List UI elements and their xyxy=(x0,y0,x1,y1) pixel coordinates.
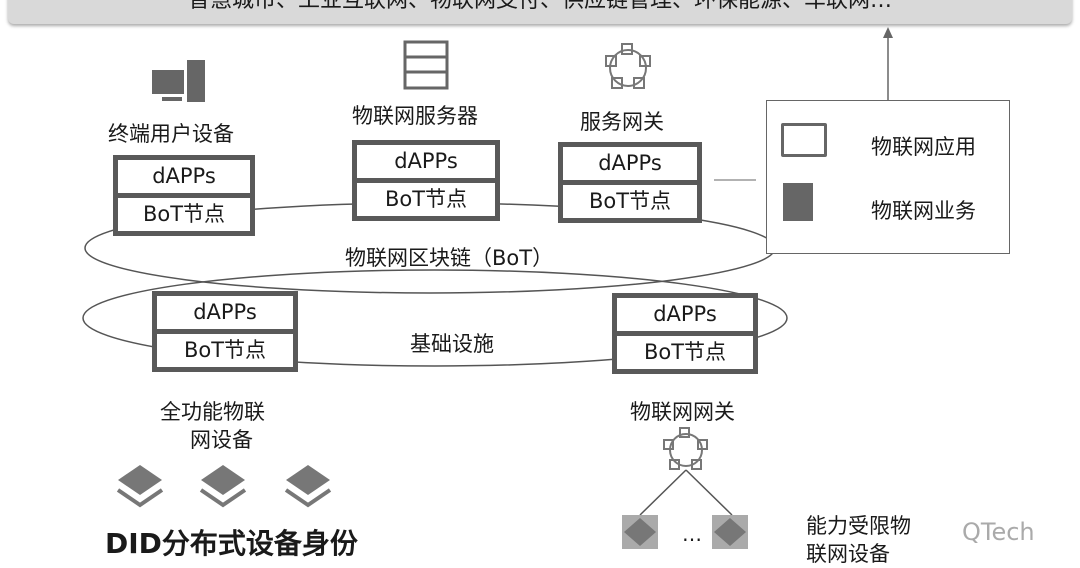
bot-row: BoT节点 xyxy=(157,334,293,367)
infra-ellipse xyxy=(82,269,788,367)
panel-business: 物联网业务 xyxy=(871,199,976,223)
server-icon xyxy=(403,40,449,90)
bot-row: BoT节点 xyxy=(357,183,495,216)
dapps-row: dAPPs xyxy=(563,147,697,180)
document-check-icon xyxy=(783,183,813,221)
infra-label: 基础设施 xyxy=(410,332,494,356)
bot-row: BoT节点 xyxy=(118,198,250,231)
diagram-lines xyxy=(82,27,893,549)
did-label: DID分布式设备身份 xyxy=(105,527,358,560)
terminal-label: 终端用户设备 xyxy=(108,122,234,146)
server-label: 物联网服务器 xyxy=(352,104,478,128)
iot-gateway-label: 物联网网关 xyxy=(630,400,735,424)
computer-icon xyxy=(152,60,205,102)
bot-row: BoT节点 xyxy=(563,185,697,218)
bot-chain-label: 物联网区块链（BoT） xyxy=(345,246,554,270)
link-left xyxy=(639,469,687,516)
arrow-head xyxy=(883,27,893,38)
network-gateway-icon-2 xyxy=(663,427,708,470)
application-banner: 智慧城市、工业互联网、物联网支付、供应链管理、环保能源、车联网… xyxy=(8,0,1072,24)
layers-icons xyxy=(116,465,748,549)
dapps-row: dAPPs xyxy=(617,298,753,331)
monitor-icon xyxy=(781,123,827,157)
dapps-row: dAPPs xyxy=(157,296,293,329)
link-right xyxy=(685,469,733,516)
network-gateway-icon xyxy=(605,43,651,89)
limited-device-label: 能力受限物联网设备 xyxy=(806,514,911,566)
gateway-label: 服务网关 xyxy=(580,110,664,134)
panel-app: 物联网应用 xyxy=(871,135,976,159)
full-device-label-2: 网设备 xyxy=(190,428,253,452)
dapps-row: dAPPs xyxy=(357,145,495,178)
dapps-row: dAPPs xyxy=(118,160,250,193)
watermark: QTech xyxy=(962,518,1035,546)
application-panel: 物联网应用 物联网业务 xyxy=(766,100,1010,254)
bot-row: BoT节点 xyxy=(617,336,753,369)
dots: … xyxy=(682,522,702,546)
full-device-label-1: 全功能物联 xyxy=(160,400,265,424)
